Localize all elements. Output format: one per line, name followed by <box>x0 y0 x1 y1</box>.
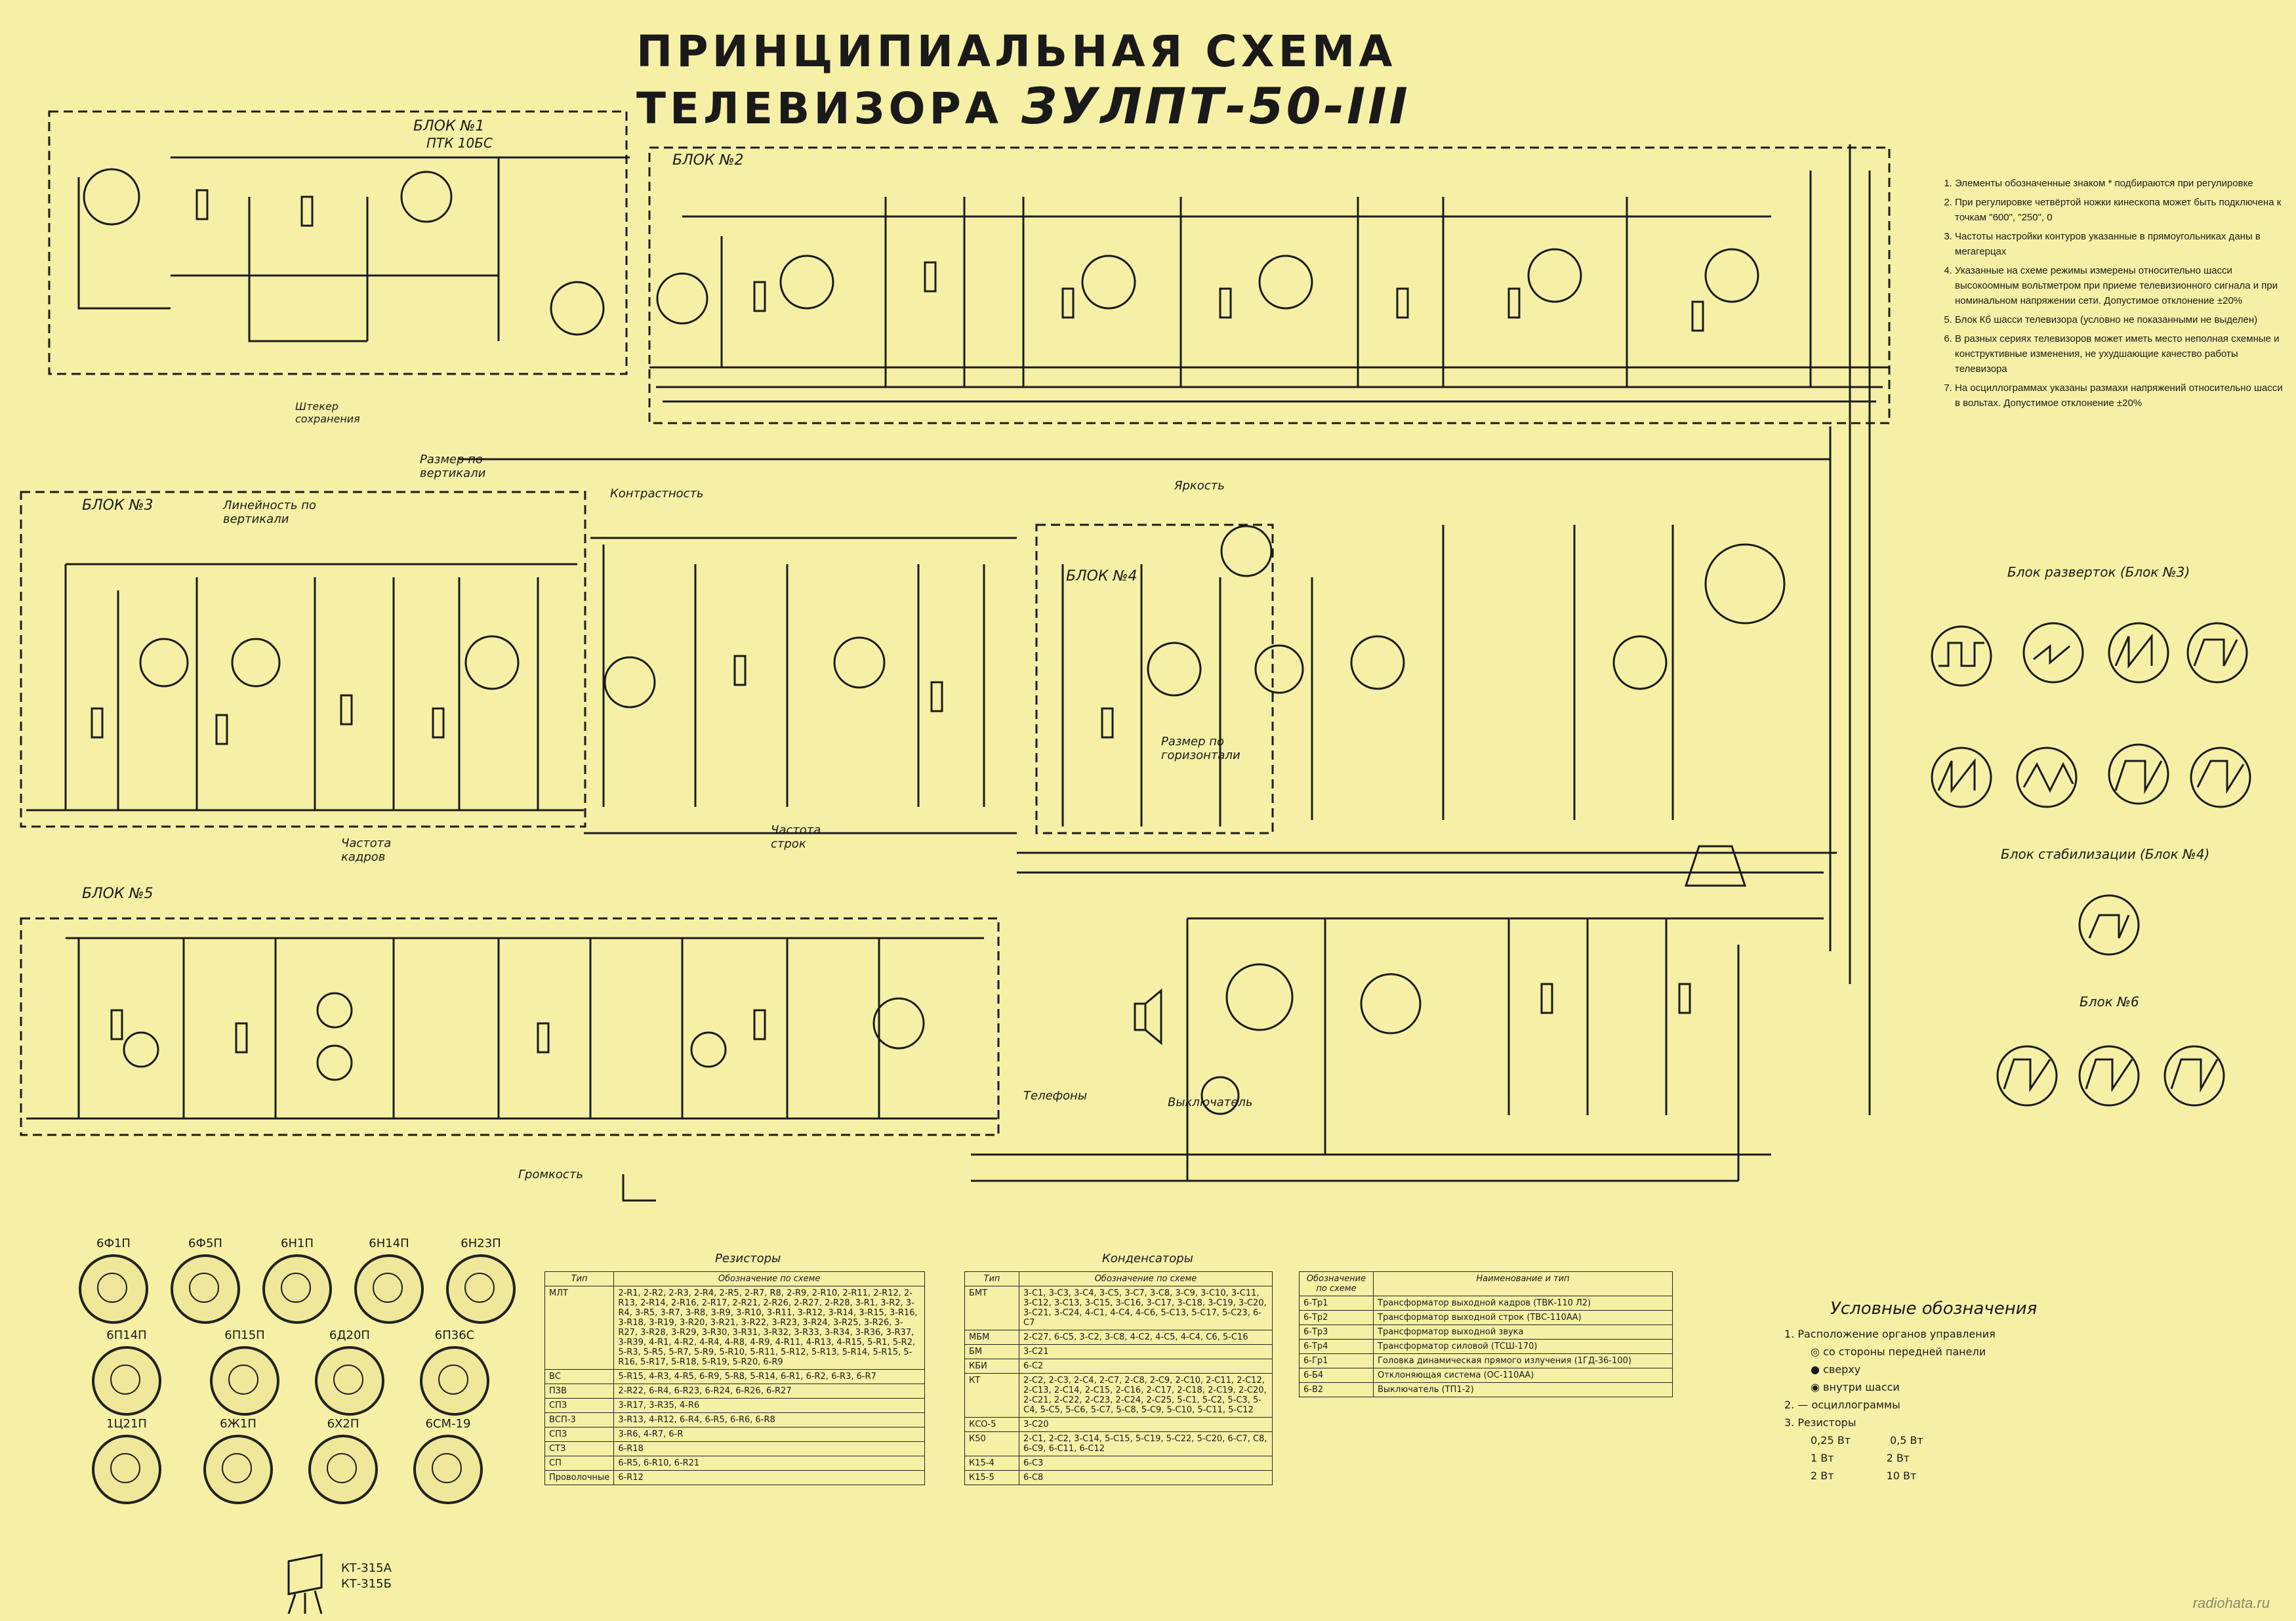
note-item: Указанные на схеме режимы измерены относ… <box>1955 263 2283 308</box>
block3-label: БЛОК №3 <box>82 497 154 514</box>
control-yarkost: Яркость <box>1174 479 1225 493</box>
legend-item: ● сверху <box>1811 1363 1861 1376</box>
transistor-label: КТ-315Б <box>341 1577 392 1591</box>
capacitors-caption: Конденсаторы <box>1102 1252 1193 1265</box>
tube-pinout: 1Ц21П <box>92 1417 161 1504</box>
block2-frame <box>648 146 1891 424</box>
legend-title: Условные обозначения <box>1830 1299 2038 1319</box>
block1-frame <box>48 110 628 375</box>
tube-pinout: 6Н1П <box>262 1237 332 1324</box>
control-chastota-strok: Частота строк <box>771 823 821 851</box>
control-gromkost: Громкость <box>518 1168 583 1181</box>
legend: Условные обозначения 1. Расположение орг… <box>1784 1299 2244 1487</box>
legend-line: 1. Расположение органов управления <box>1784 1328 1996 1340</box>
legend-item: ◎ со стороны передней панели <box>1811 1345 1986 1358</box>
block5-label: БЛОК №5 <box>82 886 154 902</box>
note-item: На осциллограммах указаны размахи напряж… <box>1955 380 2283 411</box>
note-item: Блок Кб шасси телевизора (условно не пок… <box>1955 312 2283 327</box>
control-telefony: Телефоны <box>1023 1089 1088 1103</box>
legend-line: 3. Резисторы <box>1784 1416 1856 1429</box>
page-title: ПРИНЦИПИАЛЬНАЯ СХЕМА ТЕЛЕВИЗОРА ЗУЛПТ-50… <box>636 26 1555 135</box>
legend-line: 2. — осциллограммы <box>1784 1399 1900 1411</box>
tube-pinout: 6П15П <box>210 1328 279 1416</box>
note-item: Элементы обозначенные знаком * подбирают… <box>1955 176 2283 191</box>
control-razmer-vert: Размер по вертикали <box>420 453 486 480</box>
tube-pinout: 6СМ-19 <box>413 1417 483 1504</box>
tube-pinout: 6Ф5П <box>171 1237 240 1324</box>
block5-frame <box>20 917 1000 1136</box>
transistor-label: КТ-315А <box>341 1561 392 1575</box>
control-razmer-gor: Размер по горизонтали <box>1161 735 1240 762</box>
waveform-group-label: Блок №6 <box>2080 994 2139 1010</box>
tube-pinout: 6Н14П <box>354 1237 424 1324</box>
tube-pinout: 6Ж1П <box>203 1417 273 1504</box>
block1-sublabel: ПТК 10БС <box>426 135 493 151</box>
notes-list: Элементы обозначенные знаком * подбирают… <box>1942 176 2283 415</box>
watermark: radiohata.ru <box>2192 1595 2270 1611</box>
tube-pinout: 6Ф1П <box>79 1237 148 1324</box>
block2-label: БЛОК №2 <box>672 152 744 169</box>
note-item: В разных сериях телевизоров может иметь … <box>1955 331 2283 377</box>
tube-pinout: 6Х2П <box>308 1417 378 1504</box>
control-vyklyuchatel: Выключатель <box>1168 1096 1253 1109</box>
block1-label: БЛОК №1 <box>413 118 485 134</box>
block3-frame <box>20 491 586 828</box>
tube-pinout: 6Н23П <box>446 1237 516 1324</box>
tube-pinout: 6П14П <box>92 1328 161 1416</box>
control-lin-vert: Линейность по вертикали <box>223 499 317 526</box>
control-shtekker: Штекер сохранения <box>295 400 360 425</box>
tube-pinout: 6Д20П <box>315 1328 384 1416</box>
control-chastota-kadrov: Частота кадров <box>341 836 392 864</box>
waveform-group-label: Блок стабилизации (Блок №4) <box>2001 846 2210 862</box>
tube-pinout: 6П36С <box>420 1328 489 1416</box>
control-kontrastnost: Контрастность <box>610 487 704 501</box>
block4-frame <box>1035 523 1274 834</box>
note-item: Частоты настройки контуров указанные в п… <box>1955 229 2283 259</box>
title-model: ЗУЛПТ-50-III <box>1021 77 1410 135</box>
title-main: ПРИНЦИПИАЛЬНАЯ СХЕМА ТЕЛЕВИЗОРА <box>636 26 1397 134</box>
note-item: При регулировке четвёртой ножки кинескоп… <box>1955 195 2283 225</box>
resistors-caption: Резисторы <box>715 1252 781 1265</box>
legend-item: ◉ внутри шасси <box>1811 1381 1900 1393</box>
block4-label: БЛОК №4 <box>1066 568 1138 585</box>
waveform-group-label: Блок разверток (Блок №3) <box>2007 564 2190 580</box>
